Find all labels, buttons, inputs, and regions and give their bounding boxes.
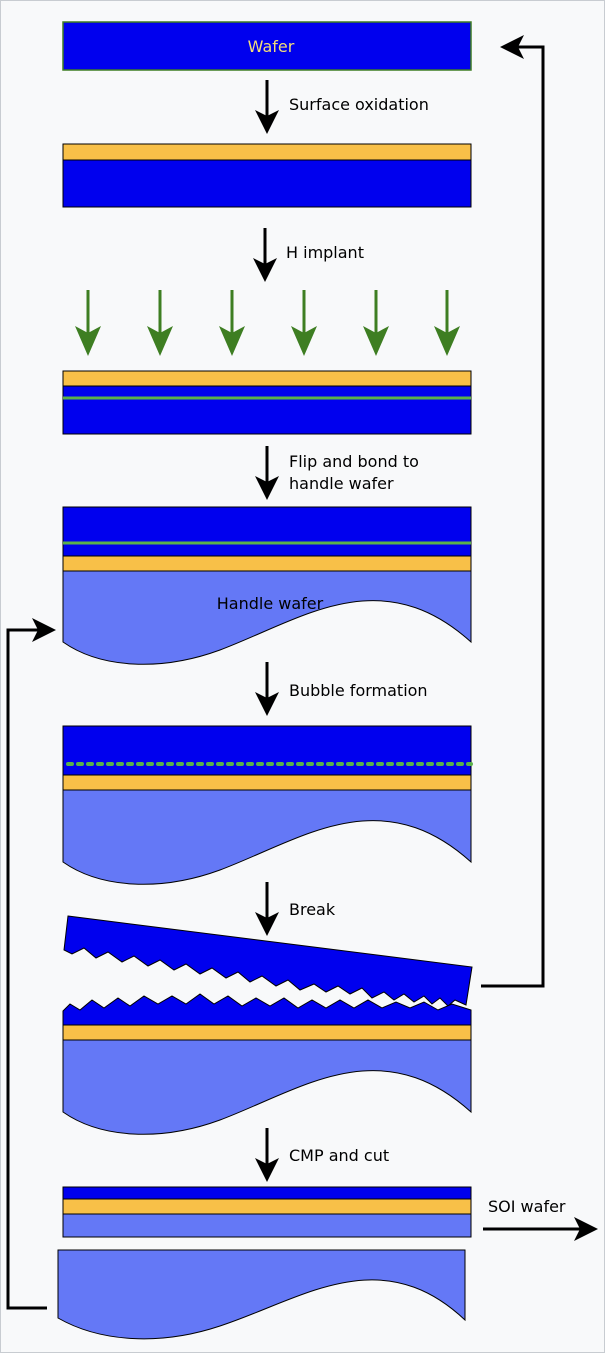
step-arrow-break xyxy=(255,882,279,936)
flip-label-line1: Flip and bond to xyxy=(289,452,419,471)
implant-arrow xyxy=(291,290,317,356)
implant-arrow xyxy=(219,290,245,356)
bubble-stack xyxy=(62,725,473,885)
soi-wafer-label: SOI wafer xyxy=(488,1197,566,1216)
break-label: Break xyxy=(289,900,336,919)
implant-arrow xyxy=(147,290,173,356)
implant-arrow xyxy=(75,290,101,356)
implant-label: H implant xyxy=(286,243,364,262)
wafer-label: Wafer xyxy=(248,37,295,56)
step-arrow-oxidation xyxy=(255,80,279,134)
broken-donor-wafer xyxy=(63,915,473,1007)
implant-arrow xyxy=(434,290,460,356)
step-arrow-cmp xyxy=(255,1128,279,1182)
implant-arrow xyxy=(363,290,389,356)
wafer-block: Wafer xyxy=(62,21,472,71)
oxidation-label: Surface oxidation xyxy=(289,95,429,114)
implanted-wafer xyxy=(62,370,472,435)
step-arrow-implant xyxy=(253,228,277,282)
handle-recycle-arrow xyxy=(6,618,56,1310)
recycled-handle-wafer xyxy=(57,1249,466,1340)
donor-recycle-arrow xyxy=(481,35,545,988)
broken-handle-stack xyxy=(62,993,472,1135)
bonded-stack xyxy=(62,506,472,665)
step-arrow-flip xyxy=(255,446,279,500)
soi-wafer-stack xyxy=(62,1186,472,1238)
bubble-label: Bubble formation xyxy=(289,681,428,700)
hydrogen-implant-arrows xyxy=(75,290,460,356)
oxidized-wafer xyxy=(62,143,472,208)
handle-wafer-label: Handle wafer xyxy=(217,594,324,613)
step-arrow-bubble xyxy=(255,662,279,716)
soi-output-arrow xyxy=(483,1217,598,1241)
cmp-label: CMP and cut xyxy=(289,1146,389,1165)
flip-label-line2: handle wafer xyxy=(289,474,394,493)
